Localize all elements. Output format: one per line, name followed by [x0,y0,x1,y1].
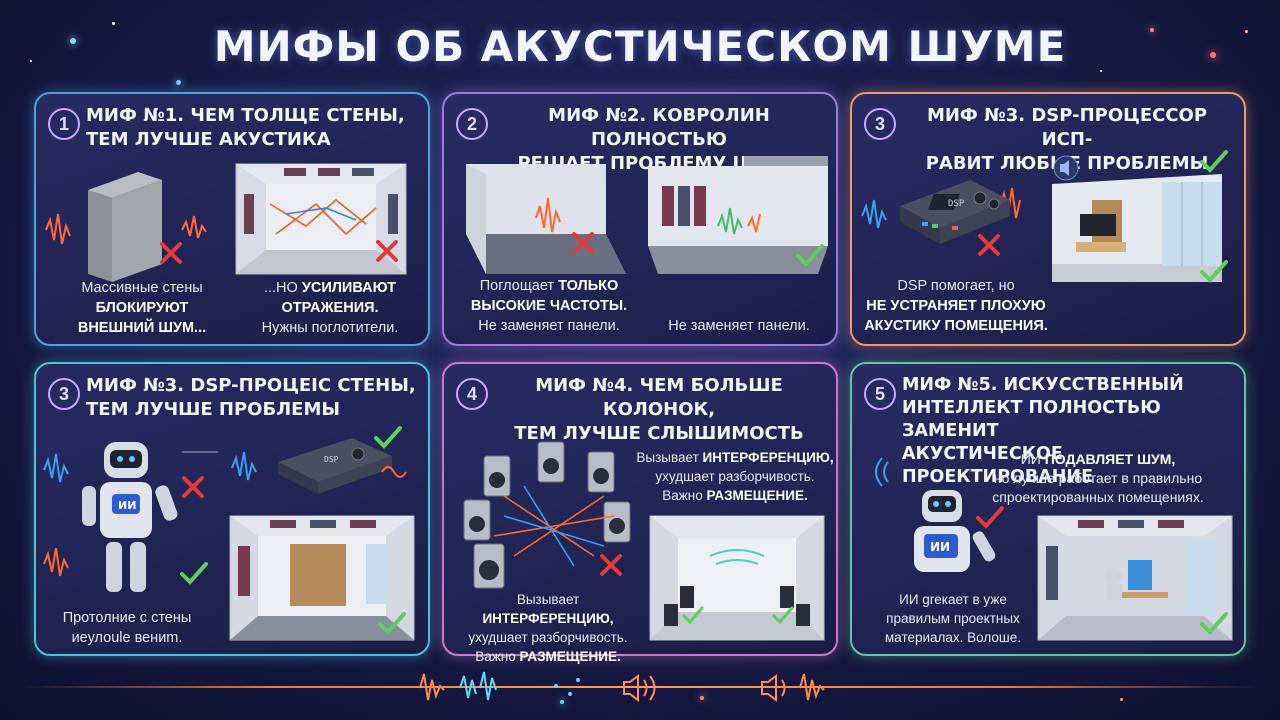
svg-text:DSP: DSP [324,455,339,464]
caption-interference-top: Вызывает ИНТЕРФЕРЕНЦИЮ,ухудшает разборчи… [636,450,834,503]
myth-card-1: 1 МИФ №1. ЧЕМ ТОЛЩЕ СТЕНЫ, ТЕМ ЛУЧШЕ АКУ… [34,92,430,346]
page-title: МИФЫ ОБ АКУСТИЧЕСКОМ ШУМЕ [213,22,1067,71]
design-office-illustration [1037,515,1233,641]
card-number: 4 [456,378,488,410]
myth-card-4: 3 МИФ №3. DSP-ПРОЦЕIС СТЕНЫ, ТЕМ ЛУЧШЕ П… [34,362,430,656]
caption-panels: Не заменяет панели. [668,318,810,334]
speakers-interference-illustration [463,441,631,589]
dsp-processor-illustration: DSP [861,180,1021,256]
card-number: 3 [48,378,80,410]
card-number: 3 [864,108,896,140]
reflections-room-illustration [235,163,407,275]
card-number: 5 [864,378,896,410]
robot-ai-illustration: ИИ [875,457,1004,572]
robot-ai-illustration: ИИ [43,442,218,592]
myth-card-3: 3 МИФ №3. DSP-ПРОЦЕССОР ИСП- РАВИТ ЛЮБЫЕ… [850,92,1246,346]
caption-ai-suppress: ИИ ПОДАВЛЯЕТ ШУМ,но лучше работает в пра… [992,451,1204,505]
card-number: 2 [456,108,488,140]
svg-text:DSP: DSP [948,199,965,209]
caption-interference-bottom: Вызывает ИНТЕРФЕРЕНЦИЮ,ухудшает разборчи… [468,592,628,664]
bottom-glow-line [20,686,1260,688]
thick-wall-illustration [45,172,207,282]
svg-text:ИИ: ИИ [118,499,136,512]
myth-card-2: 2 МИФ №2. КОВРОЛИН ПОЛНОСТЬЮ РЕШАЕТ ПРОБ… [442,92,838,346]
carpet-room-illustration [466,164,626,274]
treated-room-illustration [229,515,415,641]
panels-room-illustration [648,156,828,274]
card-number: 1 [48,108,80,140]
myth-heading: МИФ №4. ЧЕМ БОЛЬШЕ КОЛОНОК, ТЕМ ЛУЧШЕ СЛ… [514,375,804,444]
myth-heading: МИФ №5. ИСКУССТВЕННЫЙ ИНТЕЛЛЕКТ ПОЛНОСТЬ… [902,375,1184,487]
myth-heading: МИФ №1. ЧЕМ ТОЛЩЕ СТЕНЫ, ТЕМ ЛУЧШЕ АКУСТ… [86,105,405,150]
myth-card-5: 4 МИФ №4. ЧЕМ БОЛЬШЕ КОЛОНОК, ТЕМ ЛУЧШЕ … [442,362,838,664]
speaker-icon [761,674,786,702]
myth-heading: МИФ №3. DSP-ПРОЦЕIС СТЕНЫ, ТЕМ ЛУЧШЕ ПРО… [86,375,416,420]
dsp-mixer-illustration: DSP [231,426,407,494]
speaker-icon [623,674,656,702]
placement-room-illustration [649,515,825,641]
living-room-illustration [1052,150,1228,283]
myth-card-6: 5 МИФ №5. ИСКУССТВЕННЫЙ ИНТЕЛЛЕКТ ПОЛНОС… [850,362,1246,656]
svg-text:ИИ: ИИ [930,540,950,554]
bottom-waveform-decoration [419,671,825,702]
